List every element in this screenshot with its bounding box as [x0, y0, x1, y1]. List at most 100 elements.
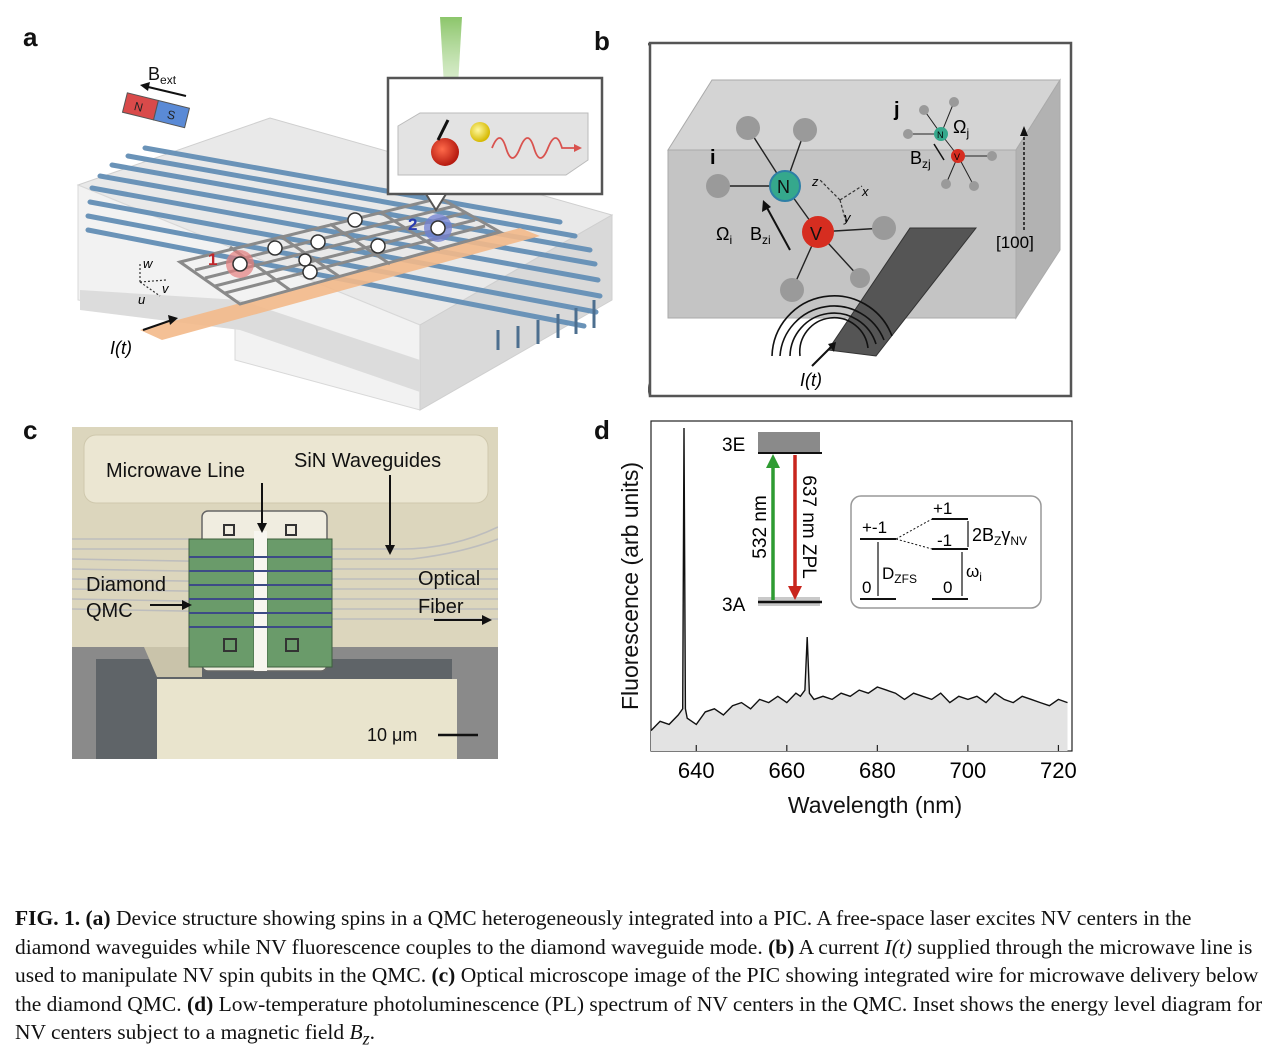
upper-cavity [83, 434, 489, 504]
zero-left-label: 0 [862, 578, 871, 597]
caption-b-text-2: supplied through the microwave line is u… [15, 934, 1253, 988]
lower-pad-light [157, 679, 457, 759]
pm-one-label: +-1 [862, 518, 887, 537]
spin-2 [430, 220, 446, 236]
level-3e-label: 3E [722, 435, 745, 456]
microwave-line-wire [254, 531, 267, 671]
spin-2-label: 2 [408, 215, 417, 234]
panel-label-b: b [594, 26, 610, 56]
zero-right-label: 0 [943, 578, 952, 597]
caption-b-text-1: A current [794, 934, 885, 959]
minus-one-label: -1 [937, 531, 952, 550]
fiber-label: Fiber [418, 596, 464, 618]
spin-array [267, 212, 386, 280]
uvw-axes [139, 262, 167, 297]
carbon-atoms-j [903, 97, 997, 191]
y-axis-label: Fluorescence (arb units) [617, 462, 643, 710]
omega-i-label: Ωi [716, 224, 732, 247]
carbon-atoms-i [706, 116, 896, 302]
diamond-label: Diamond [86, 574, 166, 596]
microwave-line-label: Microwave Line [106, 460, 245, 482]
x-tick-label: 720 [1040, 758, 1077, 783]
axis-x-label: x [861, 184, 869, 199]
b-ext-label: Bext [148, 64, 177, 87]
plus-one-label: +1 [933, 499, 952, 518]
excitation-label: 532 nm [750, 495, 771, 558]
svg-text:V: V [810, 224, 822, 244]
figure-caption: FIG. 1. (a) Device structure showing spi… [15, 904, 1267, 1053]
panel-label-a: a [23, 22, 38, 52]
panel-a-device-illustration: 1 2 N S Bext w u v I(t) [76, 17, 614, 411]
spin-1 [232, 256, 248, 272]
caption-b-label: (b) [768, 934, 795, 959]
caption-b-current: I(t) [884, 934, 912, 959]
nitrogen-atom-i [769, 170, 801, 202]
caption-c-text: Optical microscope image of the PIC show… [15, 963, 1259, 1016]
b-ext-arrow [143, 85, 187, 97]
x-axis-label: Wavelength (nm) [788, 792, 962, 818]
energy-level-inset: 3E 3A 532 nm 637 nm ZPL +1 +-1 -1 0 0 DZ… [722, 432, 1042, 616]
trench [80, 290, 420, 392]
microwave-strip [827, 227, 978, 357]
svg-text:N: N [937, 130, 944, 140]
callout-yellow-spin [470, 122, 490, 142]
level-3a-label: 3A [722, 595, 746, 616]
caption-a-label: (a) [85, 906, 111, 930]
axis-z-label: z [811, 174, 819, 189]
axis-v-label: v [162, 281, 170, 296]
svg-text:V: V [954, 152, 960, 162]
caption-d-field-sub: z [362, 1028, 370, 1049]
vacancy-atom-i [802, 216, 834, 248]
level-3e-bar [758, 432, 820, 452]
microwave-line [140, 228, 540, 340]
vacancy-atom-j [951, 149, 965, 163]
caption-d-label: (d) [187, 991, 214, 1016]
field-lines [771, 295, 893, 357]
current-arrow [142, 319, 173, 331]
nitrogen-atom-j [934, 127, 948, 141]
current-arrow-b [811, 345, 833, 367]
diamond-qmc-left [188, 538, 255, 668]
magnet-n-label: N [133, 99, 145, 115]
caption-d-end: . [369, 1020, 376, 1044]
x-tick-label: 680 [859, 758, 896, 783]
callout-red-spin [431, 138, 459, 166]
sin-waveguides-label: SiN Waveguides [294, 450, 441, 472]
axis-u-label: u [138, 292, 145, 307]
omega-j-label: Ωj [953, 117, 969, 140]
panel-c-microscope-image: Microwave Line SiN Waveguides Diamond QM… [72, 427, 498, 759]
site-j-label: j [893, 99, 900, 121]
spectrum-fill [651, 428, 1068, 751]
diamond-block-side [1015, 78, 1061, 320]
axis-w-label: w [143, 256, 154, 271]
optical-label: Optical [418, 568, 480, 590]
bar-magnet: N S [121, 92, 191, 129]
caption-a-text: Device structure showing spins in a QMC … [15, 906, 1192, 959]
x-tick-label: 700 [950, 758, 987, 783]
x-tick-label: 660 [768, 758, 805, 783]
spin-arrow-i [765, 205, 791, 251]
d-zfs-label: DZFS [882, 564, 917, 586]
b-zi-label: Bzi [750, 224, 771, 247]
qmc-label: QMC [86, 600, 133, 622]
spectrum-line [650, 427, 1068, 732]
diamond-block-top [667, 79, 1061, 151]
current-label-b: I(t) [800, 370, 822, 390]
scale-bar-label: 10 μm [367, 725, 417, 745]
xyz-axes [819, 179, 863, 223]
caption-fig-label: FIG. 1. [15, 906, 81, 930]
spin-level-box [850, 495, 1042, 609]
site-i-label: i [710, 147, 716, 169]
waveguide-facets [496, 300, 596, 350]
spin-1-label: 1 [208, 250, 217, 269]
caption-d-field: B [349, 1020, 363, 1044]
axis-y-label: y [843, 210, 852, 225]
zeeman-label: 2BZγNV [972, 525, 1027, 548]
omega-label: ωi [966, 562, 982, 584]
b-zj-label: Bzj [910, 148, 931, 171]
caption-c-label: (c) [431, 963, 456, 987]
diamond-qmc-right [266, 538, 333, 668]
panel-label-d: d [594, 415, 610, 445]
